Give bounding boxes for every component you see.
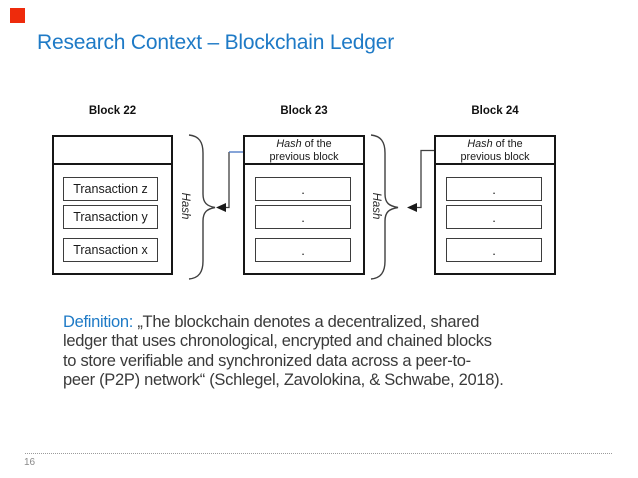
- hash-label-1: Hash: [179, 192, 191, 220]
- header-line1-rest: of the: [301, 138, 332, 150]
- block-24-entry-1: .: [446, 177, 542, 201]
- red-square-logo-mark: [10, 8, 25, 23]
- page-number: 16: [24, 457, 36, 468]
- definition-line-4: peer (P2P) network“ (Schlegel, Zavolokin…: [63, 371, 504, 390]
- hash-word-italic: Hash: [276, 138, 302, 150]
- block-24-entry-2: .: [446, 205, 542, 229]
- definition-line-1-text: „The blockchain denotes a decentralized,…: [133, 313, 480, 331]
- transaction-y-box: Transaction y: [63, 205, 158, 229]
- hash-arrowhead-1: [216, 203, 226, 212]
- block-23-label: Block 23: [280, 105, 328, 117]
- definition-paragraph: Definition: „The blockchain denotes a de…: [63, 313, 504, 391]
- footer-divider-dotted: [25, 453, 612, 454]
- definition-line-2: ledger that uses chronological, encrypte…: [63, 332, 492, 351]
- block-23-entry-2: .: [255, 205, 351, 229]
- definition-line-1: Definition: „The blockchain denotes a de…: [63, 313, 504, 332]
- hash-brace-1: [188, 134, 216, 280]
- block-24-label: Block 24: [471, 105, 519, 117]
- transaction-x-box: Transaction x: [63, 238, 158, 262]
- block-23-entry-3: .: [255, 238, 351, 262]
- header-line2: previous block: [460, 150, 530, 163]
- block-22: Transaction z Transaction y Transaction …: [52, 135, 173, 275]
- block-23-entry-1: .: [255, 177, 351, 201]
- header-line1-rest: of the: [492, 138, 523, 150]
- slide-title: Research Context – Blockchain Ledger: [37, 31, 395, 54]
- definition-line-3: to store verifiable and synchronized dat…: [63, 351, 471, 370]
- transaction-z-box: Transaction z: [63, 177, 158, 201]
- hash-arrow-line-2: [416, 149, 434, 209]
- block-22-label: Block 22: [88, 105, 137, 117]
- hash-arrow-line-1: [225, 152, 230, 209]
- hash-label-2: Hash: [370, 192, 382, 220]
- block-24-entry-3: .: [446, 238, 542, 262]
- hash-arrowhead-2: [407, 203, 417, 212]
- definition-label: Definition:: [63, 313, 134, 331]
- header-line2: previous block: [269, 150, 339, 163]
- hash-word-italic: Hash: [467, 138, 493, 150]
- block-22-header-empty: [54, 137, 171, 165]
